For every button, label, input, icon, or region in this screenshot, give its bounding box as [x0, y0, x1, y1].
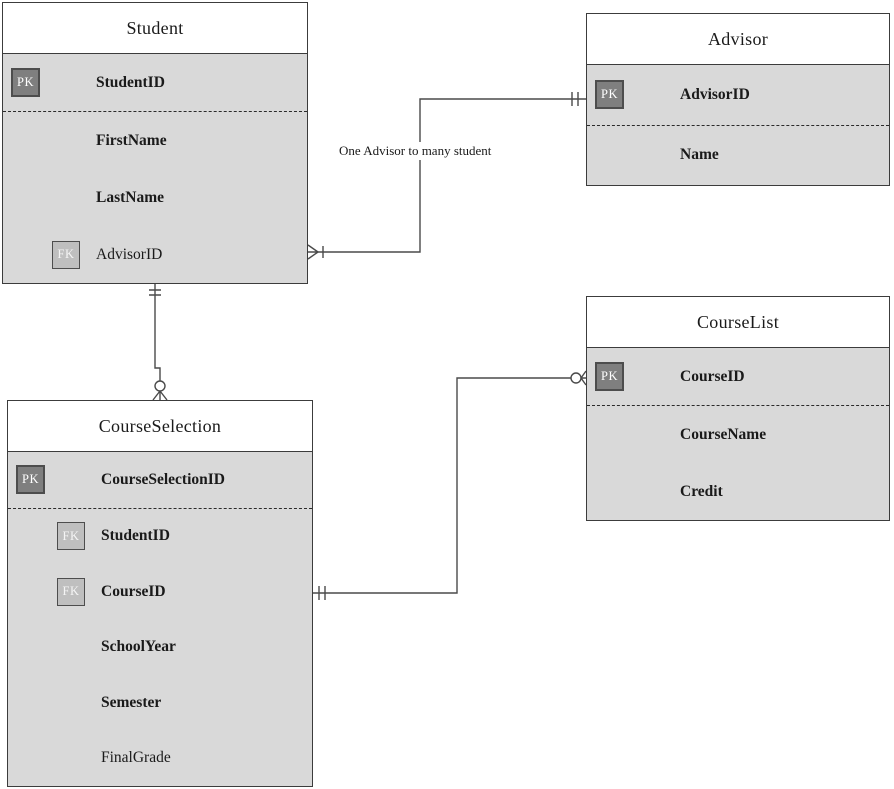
zero-circle-icon — [154, 380, 166, 392]
crow-foot-many-icon — [307, 244, 319, 260]
attribute-row: PK AdvisorID — [587, 65, 889, 126]
attribute-label: Semester — [101, 693, 162, 711]
attribute-row: Credit — [587, 463, 889, 520]
attribute-label: AdvisorID — [680, 85, 750, 103]
entity-student: Student PK StudentID FirstName LastName … — [2, 2, 308, 284]
attribute-label: CourseName — [680, 425, 767, 443]
connector-line — [318, 98, 586, 253]
connector-line — [154, 284, 161, 381]
attribute-label: Name — [680, 146, 719, 164]
relationship-advisor-student — [307, 92, 586, 260]
relationship-label: One Advisor to many student — [336, 142, 495, 160]
crow-foot-many-icon — [152, 390, 168, 401]
attribute-label: FirstName — [96, 131, 167, 149]
attribute-row: CourseName — [587, 406, 889, 463]
attribute-row: FK CourseID — [8, 564, 312, 620]
zero-circle-icon — [570, 372, 582, 384]
entity-courseselection: CourseSelection PK CourseSelectionID FK … — [7, 400, 313, 787]
attribute-label: StudentID — [96, 73, 165, 91]
attribute-label: CourseID — [101, 582, 166, 600]
attribute-row: FinalGrade — [8, 731, 312, 787]
one-and-only-one-ticks-icon — [318, 586, 326, 600]
entity-title: Advisor — [587, 14, 889, 65]
entity-advisor: Advisor PK AdvisorID Name — [586, 13, 890, 186]
attribute-row: FK StudentID — [8, 509, 312, 565]
attribute-row: SchoolYear — [8, 620, 312, 676]
attribute-label: SchoolYear — [101, 638, 176, 656]
pk-badge: PK — [16, 465, 45, 495]
attribute-label: Credit — [680, 482, 723, 500]
attribute-row: Semester — [8, 675, 312, 731]
entity-attributes: PK StudentID FirstName LastName FK Advis… — [3, 54, 307, 283]
entity-courselist: CourseList PK CourseID CourseName Credit — [586, 296, 890, 521]
entity-title: CourseSelection — [8, 401, 312, 452]
fk-badge: FK — [57, 577, 85, 606]
fk-badge: FK — [52, 240, 80, 269]
entity-title: CourseList — [587, 297, 889, 348]
attribute-row: LastName — [3, 169, 307, 226]
crow-foot-many-icon — [580, 370, 587, 386]
pk-badge: PK — [595, 362, 624, 391]
attribute-row: FirstName — [3, 112, 307, 169]
attribute-label: FinalGrade — [101, 749, 171, 767]
attribute-label: LastName — [96, 188, 165, 206]
pk-badge: PK — [11, 68, 40, 97]
one-and-only-one-ticks-icon — [149, 289, 161, 296]
connector-line — [313, 377, 571, 594]
entity-title: Student — [3, 3, 307, 54]
attribute-row: PK CourseID — [587, 348, 889, 406]
relationship-courseselection-courselist — [313, 370, 587, 600]
attribute-label: StudentID — [101, 527, 170, 545]
entity-attributes: PK CourseSelectionID FK StudentID FK Cou… — [8, 452, 312, 786]
attribute-row: FK AdvisorID — [3, 226, 307, 283]
attribute-label: AdvisorID — [96, 245, 163, 263]
attribute-label: CourseID — [680, 367, 745, 385]
pk-badge: PK — [595, 80, 624, 110]
attribute-row: Name — [587, 126, 889, 186]
one-and-only-one-ticks-icon — [571, 92, 579, 106]
attribute-label: CourseSelectionID — [101, 470, 225, 488]
entity-attributes: PK CourseID CourseName Credit — [587, 348, 889, 520]
attribute-row: PK StudentID — [3, 54, 307, 112]
entity-attributes: PK AdvisorID Name — [587, 65, 889, 185]
relationship-student-courseselection — [149, 284, 168, 401]
attribute-row: PK CourseSelectionID — [8, 452, 312, 509]
fk-badge: FK — [57, 522, 85, 551]
